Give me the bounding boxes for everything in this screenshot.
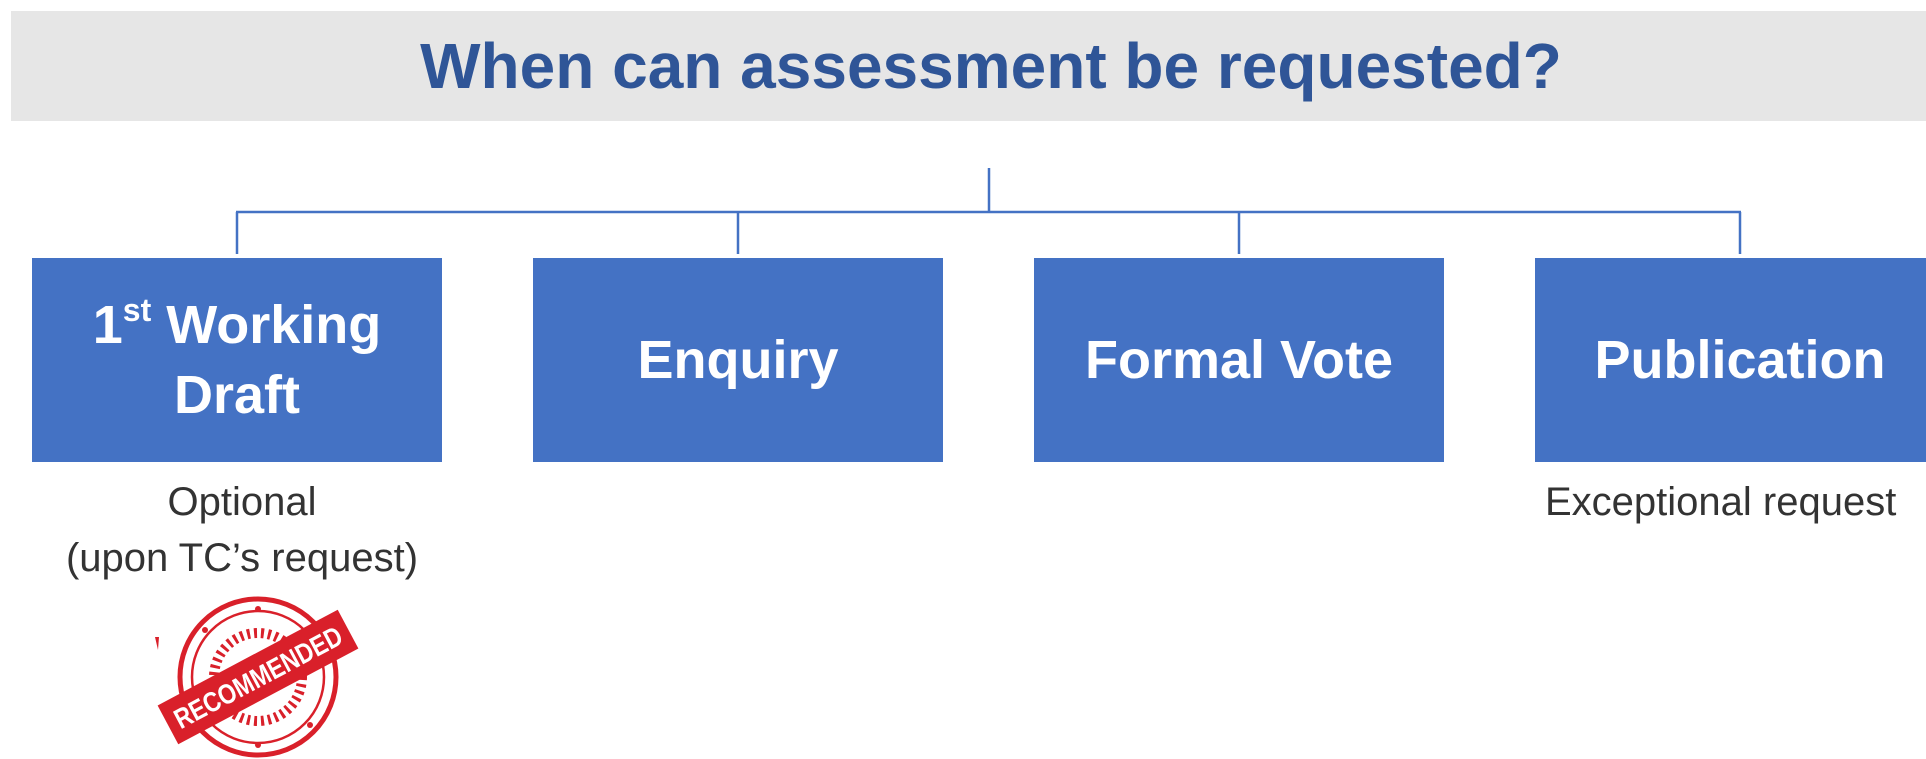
stamp-text: RECOMMENDED [169,620,348,735]
recommended-stamp-icon: RECOMMENDED [155,596,359,758]
stage-label: Publication [1594,330,1886,390]
stage-formal-vote: Formal Vote [1034,258,1444,462]
stage-label: Enquiry [637,330,839,390]
working-draft-note: Optional (upon TC’s request) [32,474,452,586]
stage-ordinal: 1 [92,295,123,355]
publication-note: Exceptional request [1535,474,1926,530]
note-line2: (upon TC’s request) [65,536,419,580]
stage-working-draft: 1st Working Draft [32,258,442,462]
stage-publication: Publication [1535,258,1926,462]
stage-enquiry: Enquiry [533,258,943,462]
page-title: When can assessment be requested? [420,30,1562,102]
stage-label-line1: Working [166,295,382,355]
stage-label: Formal Vote [1084,330,1394,390]
title-bar: When can assessment be requested? [11,11,1926,121]
stage-ordinal-suffix: st [122,292,152,328]
note-line1: Optional [167,480,317,524]
stage-label-line2: Draft [173,365,300,425]
note-line1: Exceptional request [1545,480,1897,524]
